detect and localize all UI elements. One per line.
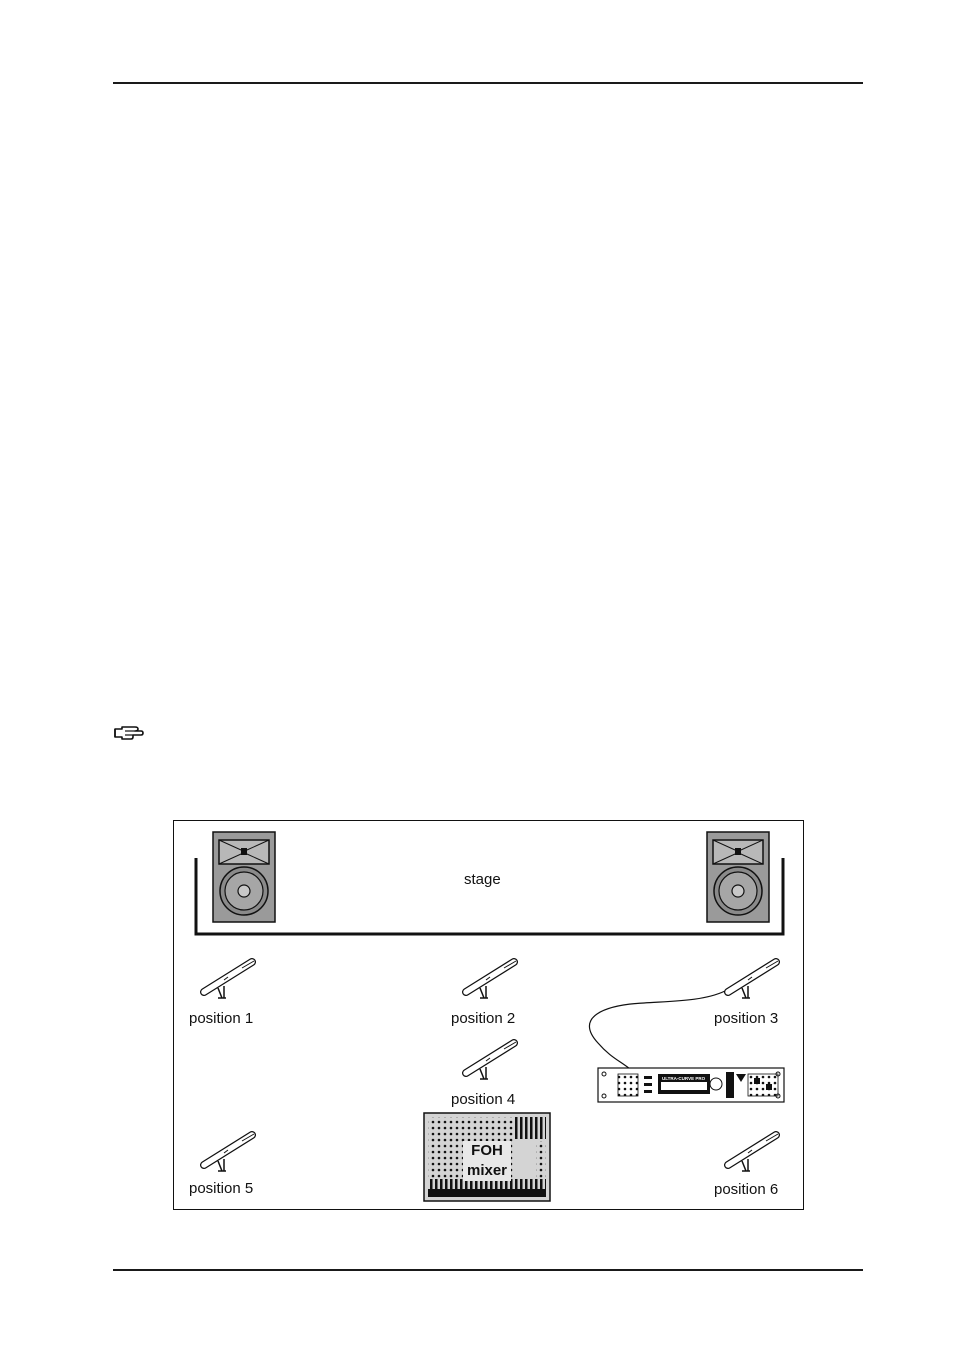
speaker-right-icon	[706, 831, 770, 923]
device-name-label: ULTRA-CURVE PRO	[662, 1076, 706, 1081]
microphone-position-5-icon	[204, 1134, 254, 1171]
position-3-label: position 3	[714, 1010, 779, 1027]
stage-outline	[194, 858, 785, 936]
header-rule	[113, 82, 863, 84]
foh-label-line2: mixer	[466, 1162, 508, 1179]
measurement-cable	[588, 990, 726, 1070]
pointing-hand-icon	[114, 726, 144, 740]
microphone-position-3-icon	[728, 961, 778, 998]
measurement-setup-diagram: ULTRA-CURVE PRO stage position 1 positio…	[173, 820, 804, 1210]
position-6-label: position 6	[714, 1181, 779, 1198]
speaker-left-icon	[212, 831, 276, 923]
foh-mixer-label: FOH mixer	[463, 1141, 511, 1181]
position-2-label: position 2	[451, 1010, 516, 1027]
position-5-label: position 5	[189, 1180, 254, 1197]
position-4-label: position 4	[451, 1091, 516, 1108]
microphone-position-2-icon	[466, 961, 516, 998]
footer-rule	[113, 1269, 863, 1271]
foh-label-line1: FOH	[471, 1142, 503, 1159]
microphone-position-6-icon	[728, 1134, 778, 1171]
microphone-position-1-icon	[204, 961, 254, 998]
microphone-position-4-icon	[466, 1042, 516, 1079]
rack-equalizer-icon: ULTRA-CURVE PRO	[597, 1067, 785, 1103]
position-1-label: position 1	[189, 1010, 254, 1027]
stage-label: stage	[464, 871, 501, 888]
